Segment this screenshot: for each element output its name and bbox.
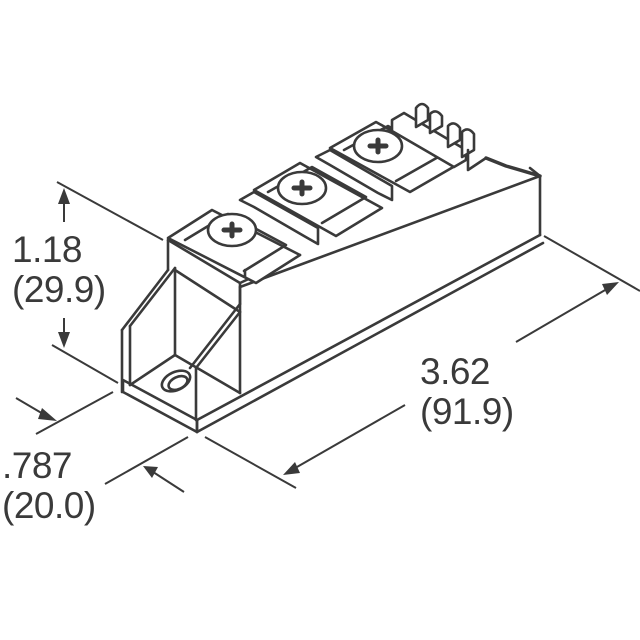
width-inch: .787 <box>2 445 73 486</box>
width-mm: (20.0) <box>2 485 96 526</box>
terminal-2 <box>252 161 384 238</box>
length-inch: 3.62 <box>420 351 491 392</box>
busbar-2 <box>314 148 394 202</box>
gate-pin-icon <box>390 102 542 178</box>
width-dimension-label: .787 (20.0) <box>2 446 96 526</box>
dimension-width <box>15 391 189 493</box>
terminal-1 <box>166 208 302 285</box>
dimension-length <box>204 235 640 489</box>
length-mm: (91.9) <box>420 391 514 432</box>
height-mm: (29.9) <box>12 269 106 310</box>
busbar-1 <box>238 190 320 246</box>
dimension-height <box>51 181 164 384</box>
height-dimension-label: 1.18 (29.9) <box>12 230 106 310</box>
length-dimension-label: 3.62 (91.9) <box>420 352 514 432</box>
height-inch: 1.18 <box>12 229 83 270</box>
